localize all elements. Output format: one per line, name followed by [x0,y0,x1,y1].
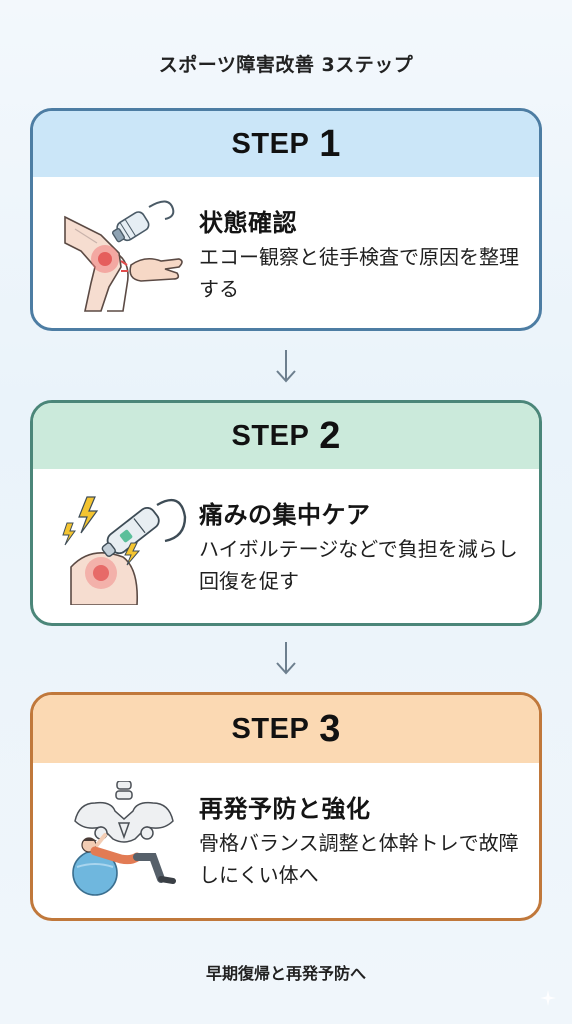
step-number: 1 [319,122,341,165]
step-header-1: STEP 1 [33,111,539,177]
step-number: 2 [319,414,341,457]
sparkle-icon [540,990,556,1006]
footer-text: 早期復帰と再発予防へ [205,964,366,983]
step-header-2: STEP 2 [33,403,539,469]
page-title: スポーツ障害改善 3ステップ [158,54,414,76]
electro-therapy-icon [62,496,187,605]
step-card-1: STEP 1 状態確認 エコー観察と徒手検査で原因を整理する [30,108,542,331]
step-label: STEP [231,419,310,452]
step-label: STEP [231,712,310,745]
arrow-down-icon [276,350,296,383]
step-description: エコー観察と徒手検査で原因を整理する [199,245,519,301]
arrow-down-icon [276,642,296,675]
step-label: STEP [231,127,310,160]
step-title: 痛みの集中ケア [199,501,371,529]
step-card-3: STEP 3 再発予防と強化 骨格バランス調整と体幹ト [30,692,542,921]
step-title: 再発予防と強化 [199,795,371,823]
step-title: 状態確認 [199,209,297,237]
step-header-3: STEP 3 [33,695,539,763]
step-description: ハイボルテージなどで負担を減らし回復を促す [199,537,518,593]
pelvis-training-icon [72,781,176,896]
step-card-2: STEP 2 痛みの集中ケア ハイボルテージなどで負担を減らし回復を促す [30,400,542,626]
step-description: 骨格バランス調整と体幹トレで故障しにくい体へ [199,831,519,887]
ultrasound-knee-icon [64,200,183,312]
step-number: 3 [319,707,341,750]
